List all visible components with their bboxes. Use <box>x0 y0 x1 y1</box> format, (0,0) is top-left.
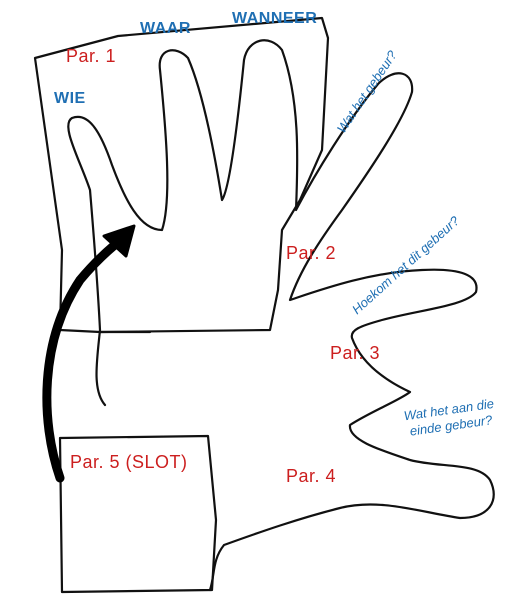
arrow <box>42 224 136 483</box>
par5-label: Par. 5 (SLOT) <box>70 452 188 472</box>
par2-label: Par. 2 <box>286 243 337 263</box>
wie-label: WIE <box>54 90 86 107</box>
hand-outline <box>67 39 495 592</box>
par3-label: Par. 3 <box>330 343 381 363</box>
waar-label: WAAR <box>140 20 191 37</box>
par5-box <box>58 434 218 594</box>
par4-label: Par. 4 <box>286 466 337 486</box>
wanneer-label: WANNEER <box>232 10 318 27</box>
par1-label: Par. 1 <box>66 46 117 66</box>
